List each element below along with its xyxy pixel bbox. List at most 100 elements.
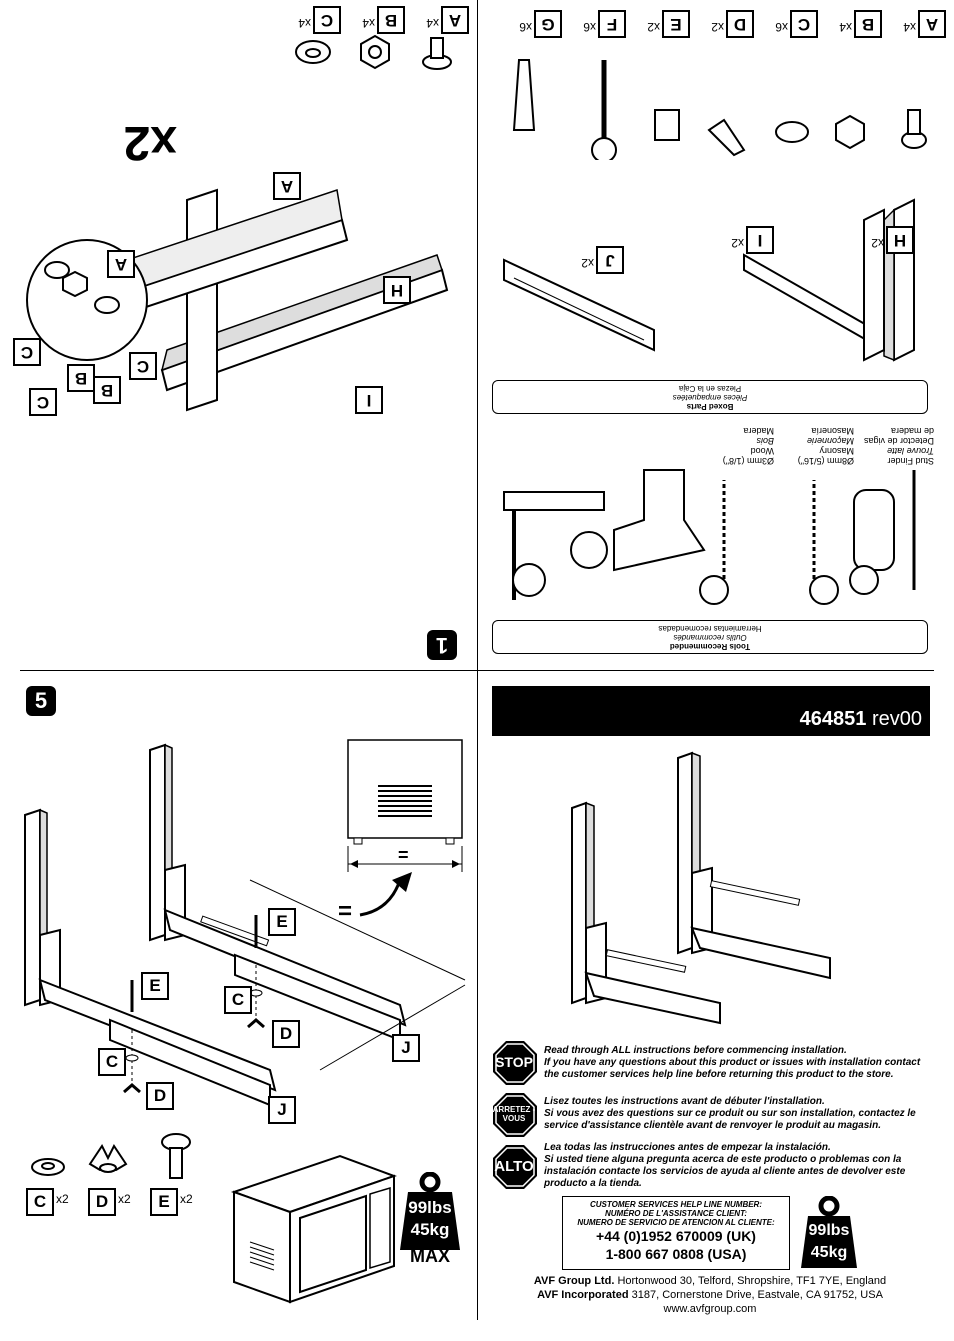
part-label-e: E [150, 1188, 178, 1216]
bracket-qty-i: x2 [731, 236, 744, 250]
part-qty-c: x4 [298, 16, 311, 30]
boxed-parts-label: Boxed Parts Pièces empaquetées Piezas en… [492, 380, 928, 414]
part-label-g: G [534, 10, 562, 38]
company-address: AVF Group Ltd. Hortonwood 30, Telford, S… [500, 1274, 920, 1316]
tools-drawing [503, 469, 916, 605]
part-qty-g: x6 [519, 20, 532, 34]
washer-icon [295, 40, 331, 64]
callout-b-2: B [67, 364, 95, 392]
callout-c-3: C [13, 338, 41, 366]
part-label-c: C [313, 6, 341, 34]
part-qty-c: x6 [775, 20, 788, 34]
microwave-side-view [347, 739, 463, 872]
help-line-box: CUSTOMER SERVICES HELP LINE NUMBER: NUMÉ… [562, 1196, 790, 1270]
weight-icon [400, 1172, 460, 1250]
callout-c-1: C [129, 352, 157, 380]
step5-bracket-drawing [24, 743, 466, 1107]
hardware-drawing [512, 59, 927, 160]
document-code: 464851 rev00 [799, 708, 922, 730]
part-label-b: B [377, 6, 405, 34]
weight-kg: 45kg [810, 1244, 848, 1261]
wing-nut-icon [88, 1144, 128, 1173]
callout-c-1: C [224, 986, 252, 1014]
horizontal-divider [20, 670, 934, 671]
part-label-f: F [598, 10, 626, 38]
arretez-sign-icon [493, 1093, 537, 1137]
vertical-divider [477, 0, 478, 1320]
part-label-a: A [918, 10, 946, 38]
callout-c-2: C [98, 1048, 126, 1076]
bracket-qty-j: x2 [581, 256, 594, 270]
part-label-c: C [790, 10, 818, 38]
bracket-assembly-drawing [26, 188, 449, 412]
part-qty-b: x4 [362, 16, 375, 30]
weight-lbs: 99lbs [408, 1198, 452, 1217]
step-number-1: 1 [427, 630, 457, 660]
nut-icon [360, 34, 390, 70]
washer-icon [31, 1158, 65, 1176]
panel-top-left: 1 x2 A x4 B x4 C x4 A A H C B C B C I [0, 0, 477, 670]
callout-h: H [383, 276, 411, 304]
part-qty-c: x2 [56, 1192, 69, 1206]
tools-recommended-label: Tools Recommended Outils recommandés Her… [492, 620, 928, 654]
part-label-b: B [854, 10, 882, 38]
part-qty-a: x4 [426, 16, 439, 30]
equal-sign-arrow: = [338, 898, 353, 925]
bracket-qty-h: x2 [871, 236, 884, 250]
part-label-a: A [441, 6, 469, 34]
callout-d-2: D [146, 1082, 174, 1110]
stop-sign-icon [493, 1041, 537, 1085]
part-label-d: D [88, 1188, 116, 1216]
callout-c-2: C [29, 388, 57, 416]
part-qty-b: x4 [839, 20, 852, 34]
arretez-sign-text: ARRETEZ -VOUS [492, 1105, 536, 1123]
part-qty-d: x2 [118, 1192, 131, 1206]
stop-sign-text: STOP [495, 1054, 533, 1070]
part-label-d: D [726, 10, 754, 38]
alto-sign-icon [493, 1145, 537, 1189]
bracket-label-i: I [746, 226, 774, 254]
part-qty-f: x6 [583, 20, 596, 34]
screw-icon [422, 37, 452, 70]
callout-a-1: A [273, 172, 301, 200]
document-code-bar: 464851 rev00 [492, 686, 930, 736]
company-website[interactable]: www.avfgroup.com [663, 1303, 757, 1315]
weight-icon [801, 1196, 857, 1268]
callout-e-1: E [268, 908, 296, 936]
part-qty-e: x2 [180, 1192, 193, 1206]
weight-max: MAX [410, 1246, 450, 1266]
product-brackets-drawing [571, 751, 831, 1025]
microwave-drawing [230, 1154, 397, 1304]
notice-english: Read through ALL instructions before com… [544, 1045, 921, 1080]
callout-i: I [355, 386, 383, 414]
callout-d-1: D [272, 1020, 300, 1048]
panel-top-right: Tools Recommended Outils recommandés Her… [478, 0, 954, 670]
brackets-drawing [503, 198, 915, 362]
weight-lbs: 99lbs [808, 1222, 850, 1239]
bolt-icon [161, 1133, 191, 1179]
step-number-5: 5 [26, 686, 56, 716]
alto-sign-text: ALTO [494, 1157, 534, 1175]
callout-a-2: A [107, 250, 135, 278]
bracket-label-h: H [886, 226, 914, 254]
part-label-e: E [662, 10, 690, 38]
callout-j-2: J [268, 1096, 296, 1124]
equal-sign-dim: = [398, 845, 409, 865]
part-qty-a: x4 [903, 20, 916, 34]
notice-spanish: Lea todas las instrucciones antes de emp… [544, 1142, 906, 1189]
help-phone-uk: +44 (0)1952 670009 (UK) [596, 1228, 756, 1244]
part-qty-e: x2 [647, 20, 660, 34]
part-qty-d: x2 [711, 20, 724, 34]
callout-b-1: B [93, 376, 121, 404]
help-phone-usa: 1-800 667 0808 (USA) [605, 1246, 747, 1262]
notice-french: Lisez toutes les instructions avant de d… [544, 1096, 916, 1131]
callout-e-2: E [141, 972, 169, 1000]
parts-row: A x4 B x4 C x4 [0, 0, 477, 70]
part-label-c: C [26, 1188, 54, 1216]
bracket-label-j: J [596, 246, 624, 274]
callout-j-1: J [392, 1034, 420, 1062]
weight-kg: 45kg [410, 1220, 450, 1239]
